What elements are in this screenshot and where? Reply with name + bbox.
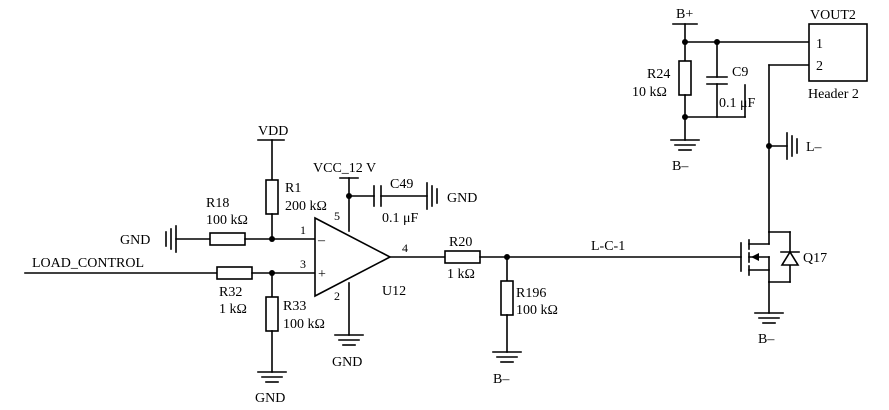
- drain-net: [766, 64, 810, 233]
- r32-ref: R32: [219, 285, 242, 300]
- bminus-r196-symbol: B–: [492, 351, 522, 387]
- vdd-label: VDD: [258, 124, 288, 139]
- c9-value: 0.1 μF: [719, 96, 756, 111]
- r33-value: 100 kΩ: [283, 317, 325, 332]
- r24-value: 10 kΩ: [632, 85, 667, 100]
- opamp-minus-sign: –: [317, 233, 326, 248]
- pin-4-label: 4: [402, 241, 408, 255]
- vcc-net: VCC_12 V: [313, 161, 376, 232]
- capacitor-c9: C9 0.1 μF: [684, 41, 756, 118]
- c9-ref: C9: [732, 65, 748, 80]
- bplus-label: B+: [676, 7, 693, 22]
- resistor-r196: R196 100 kΩ: [500, 256, 558, 353]
- r196-value: 100 kΩ: [516, 303, 558, 318]
- load-control-label: LOAD_CONTROL: [32, 256, 144, 271]
- r18-value: 100 kΩ: [206, 213, 248, 228]
- gnd-opamp-label: GND: [332, 355, 362, 370]
- bminus-r24-symbol: B–: [670, 139, 700, 174]
- bplus-net: B+: [672, 7, 810, 62]
- r18-ref: R18: [206, 196, 229, 211]
- header-pin-2: 2: [816, 59, 823, 74]
- bminus-r196-label: B–: [493, 372, 510, 387]
- resistor-r32: R32 1 kΩ: [216, 266, 316, 317]
- gnd-c49-symbol: GND: [426, 182, 477, 210]
- opamp-u12: – + 1 3 4 5 2 U12: [300, 209, 408, 303]
- gnd-c49-label: GND: [447, 191, 477, 206]
- r20-value: 1 kΩ: [447, 267, 475, 282]
- capacitor-c49: C49 0.1 μF: [348, 177, 428, 226]
- r24-ref: R24: [647, 67, 670, 82]
- q17-label: Q17: [803, 251, 827, 266]
- header-ref: VOUT2: [810, 8, 856, 23]
- opamp-plus-sign: +: [318, 267, 326, 282]
- vdd-net: VDD: [257, 124, 288, 181]
- bminus-q17-label: B–: [758, 332, 775, 347]
- vcc-label: VCC_12 V: [313, 161, 376, 176]
- load-control-net: LOAD_CONTROL: [24, 256, 218, 274]
- r196-ref: R196: [516, 286, 546, 301]
- mosfet-q17: Q17: [740, 231, 827, 314]
- c49-value: 0.1 μF: [382, 211, 419, 226]
- r1-ref: R1: [285, 181, 301, 196]
- pin-3-label: 3: [300, 257, 306, 271]
- resistor-r24: R24 10 kΩ: [632, 60, 692, 141]
- header-pin-1: 1: [816, 37, 823, 52]
- resistor-r18: R18 100 kΩ: [206, 196, 316, 246]
- gnd-left-label: GND: [120, 233, 150, 248]
- resistor-r20: R20 1 kΩ: [389, 235, 742, 282]
- r32-value: 1 kΩ: [219, 302, 247, 317]
- r33-ref: R33: [283, 299, 306, 314]
- lminus-symbol: L–: [786, 132, 823, 160]
- u12-label: U12: [382, 284, 406, 299]
- gnd-opamp-symbol: GND: [332, 282, 364, 370]
- bminus-r24-label: B–: [672, 159, 689, 174]
- header-vout2: VOUT2 1 2 Header 2: [808, 8, 868, 102]
- pin-2-label: 2: [334, 289, 340, 303]
- pin-5-label: 5: [334, 209, 340, 223]
- c49-ref: C49: [390, 177, 413, 192]
- gnd-r33-label: GND: [255, 391, 285, 406]
- r1-value: 200 kΩ: [285, 199, 327, 214]
- gnd-left-symbol: GND: [120, 225, 211, 253]
- r20-ref: R20: [449, 235, 472, 250]
- lc1-net-label: L-C-1: [591, 239, 625, 254]
- pin-1-label: 1: [300, 223, 306, 237]
- gnd-r33-symbol: GND: [255, 371, 287, 406]
- resistor-r1: R1 200 kΩ: [265, 179, 327, 240]
- header-name: Header 2: [808, 87, 859, 102]
- lminus-label: L–: [806, 140, 823, 155]
- resistor-r33: R33 100 kΩ: [265, 272, 325, 373]
- bminus-q17-symbol: B–: [754, 312, 784, 347]
